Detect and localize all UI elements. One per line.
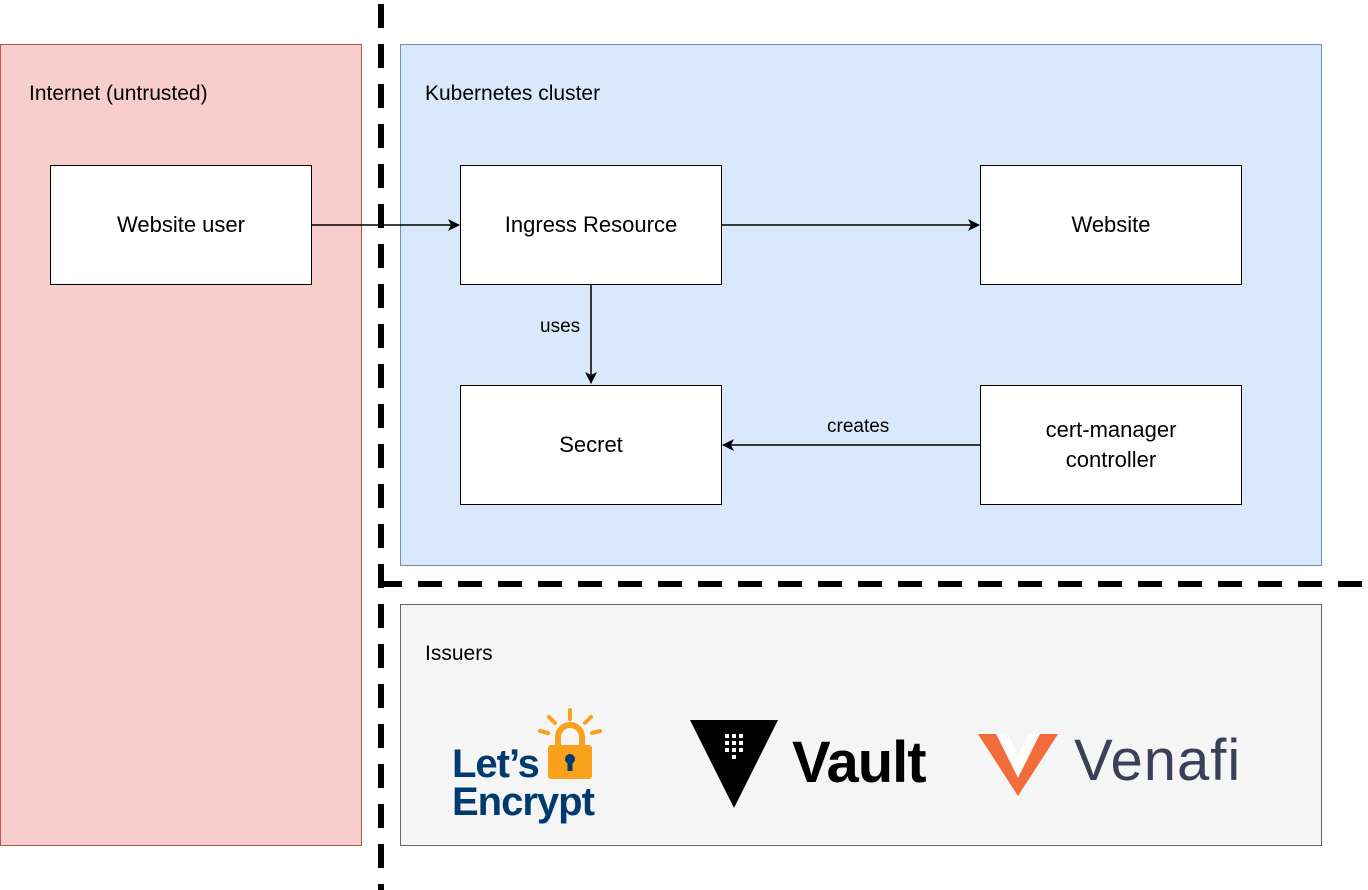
- padlock-icon: [538, 708, 602, 779]
- ingress-resource-node: Ingress Resource: [460, 165, 722, 285]
- secret-label: Secret: [559, 432, 623, 457]
- venafi-v-icon: [978, 734, 1058, 796]
- issuers-region-label: Issuers: [425, 642, 493, 665]
- venafi-text: Venafi: [1074, 728, 1242, 793]
- cluster-region-label: Kubernetes cluster: [425, 82, 601, 105]
- venafi-logo: Venafi: [978, 728, 1278, 800]
- vault-triangle-icon: [690, 720, 778, 808]
- edge-label-creates: creates: [827, 416, 890, 437]
- edge-label-uses: uses: [540, 316, 581, 337]
- ingress-resource-label: Ingress Resource: [504, 212, 678, 237]
- letsencrypt-text-line2: Encrypt: [452, 780, 595, 824]
- cert-manager-label-line2: controller: [1065, 447, 1157, 472]
- vault-text: Vault: [792, 730, 927, 795]
- secret-node: Secret: [460, 385, 722, 505]
- cert-manager-label-line1: cert-manager: [1045, 417, 1177, 442]
- letsencrypt-text-line1: Let’s: [452, 742, 540, 786]
- website-user-label: Website user: [117, 212, 245, 237]
- website-label: Website: [1071, 212, 1151, 237]
- cert-manager-node: cert-manager controller: [980, 385, 1242, 505]
- issuers-region: [400, 604, 1322, 846]
- website-node: Website: [980, 165, 1242, 285]
- internet-region-label: Internet (untrusted): [29, 82, 208, 105]
- letsencrypt-logo: Let’s Encrypt: [450, 704, 620, 829]
- website-user-node: Website user: [50, 165, 312, 285]
- vault-logo: Vault: [690, 720, 950, 810]
